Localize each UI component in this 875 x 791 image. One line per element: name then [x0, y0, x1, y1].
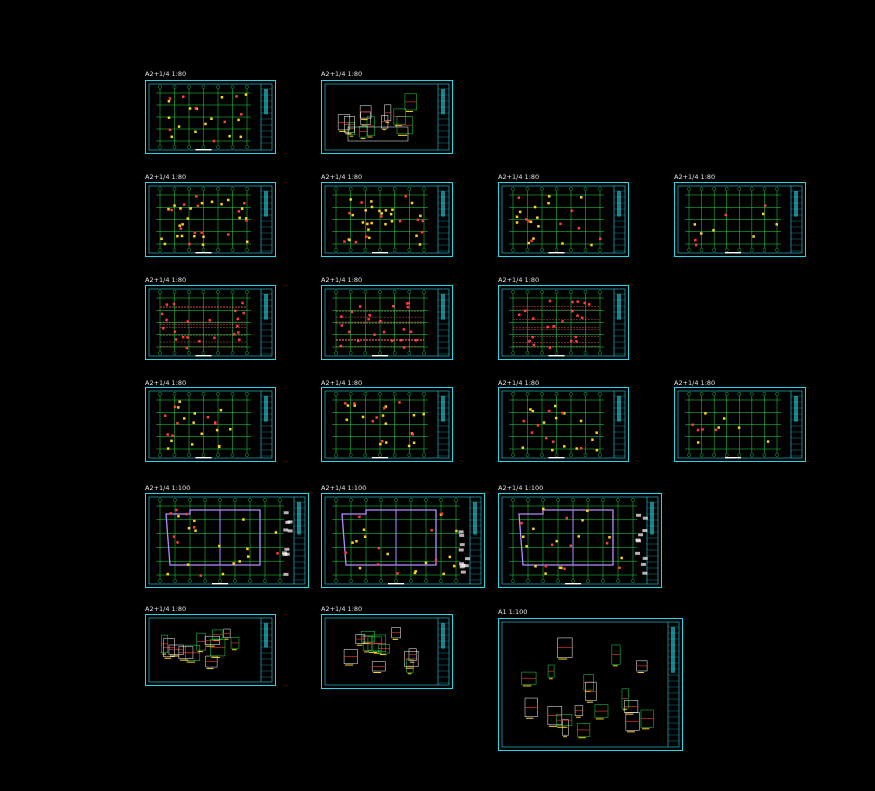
drawing-sheet[interactable] — [674, 387, 806, 462]
drawing-sheet[interactable] — [498, 493, 662, 588]
sheet-drawing — [677, 185, 803, 254]
sheet-label-2: A2+1/4 1:80 — [321, 70, 363, 78]
sheet-label-19: A1 1:100 — [498, 608, 528, 616]
sheet-label-1: A2+1/4 1:80 — [145, 70, 187, 78]
sheet-drawing — [148, 617, 273, 683]
sheet-drawing — [148, 83, 273, 151]
sheet-drawing — [324, 390, 450, 459]
sheet-drawing — [148, 496, 306, 585]
sheet-label-17: A2+1/4 1:80 — [145, 605, 187, 613]
sheet-label-5: A2+1/4 1:80 — [498, 173, 540, 181]
drawing-sheet[interactable] — [498, 285, 629, 360]
sheet-drawing — [501, 288, 626, 357]
sheet-drawing — [324, 83, 450, 151]
drawing-sheet[interactable] — [498, 387, 629, 462]
sheet-drawing — [148, 185, 273, 254]
sheet-label-4: A2+1/4 1:80 — [321, 173, 363, 181]
sheet-drawing — [677, 390, 803, 459]
sheet-label-14: A2+1/4 1:100 — [145, 484, 191, 492]
sheet-drawing — [501, 390, 626, 459]
sheet-label-7: A2+1/4 1:80 — [145, 276, 187, 284]
drawing-sheet[interactable] — [498, 618, 683, 751]
sheet-label-10: A2+1/4 1:80 — [145, 379, 187, 387]
drawing-sheet[interactable] — [321, 80, 453, 154]
drawing-sheet[interactable] — [321, 614, 453, 689]
sheet-drawing — [324, 496, 482, 585]
sheet-label-11: A2+1/4 1:80 — [321, 379, 363, 387]
sheet-label-15: A2+1/4 1:100 — [321, 484, 367, 492]
sheet-drawing — [324, 617, 450, 686]
sheet-label-13: A2+1/4 1:80 — [674, 379, 716, 387]
sheet-label-9: A2+1/4 1:80 — [498, 276, 540, 284]
sheet-drawing — [148, 288, 273, 357]
sheet-drawing — [501, 185, 626, 254]
drawing-sheet[interactable] — [145, 614, 276, 686]
drawing-sheet[interactable] — [145, 285, 276, 360]
drawing-sheet[interactable] — [498, 182, 629, 257]
sheet-drawing — [501, 496, 659, 585]
drawing-sheet[interactable] — [321, 493, 485, 588]
drawing-sheet[interactable] — [321, 387, 453, 462]
sheet-drawing — [148, 390, 273, 459]
sheet-drawing — [324, 185, 450, 254]
sheet-label-16: A2+1/4 1:100 — [498, 484, 544, 492]
drawing-sheet[interactable] — [145, 387, 276, 462]
drawing-sheet[interactable] — [145, 80, 276, 154]
sheet-label-18: A2+1/4 1:80 — [321, 605, 363, 613]
sheet-drawing — [501, 621, 680, 748]
drawing-sheet[interactable] — [145, 182, 276, 257]
sheet-drawing — [324, 288, 450, 357]
drawing-sheet[interactable] — [321, 182, 453, 257]
sheet-label-6: A2+1/4 1:80 — [674, 173, 716, 181]
sheet-label-8: A2+1/4 1:80 — [321, 276, 363, 284]
sheet-label-3: A2+1/4 1:80 — [145, 173, 187, 181]
drawing-sheet[interactable] — [321, 285, 453, 360]
drawing-sheet[interactable] — [145, 493, 309, 588]
drawing-sheet[interactable] — [674, 182, 806, 257]
sheet-label-12: A2+1/4 1:80 — [498, 379, 540, 387]
